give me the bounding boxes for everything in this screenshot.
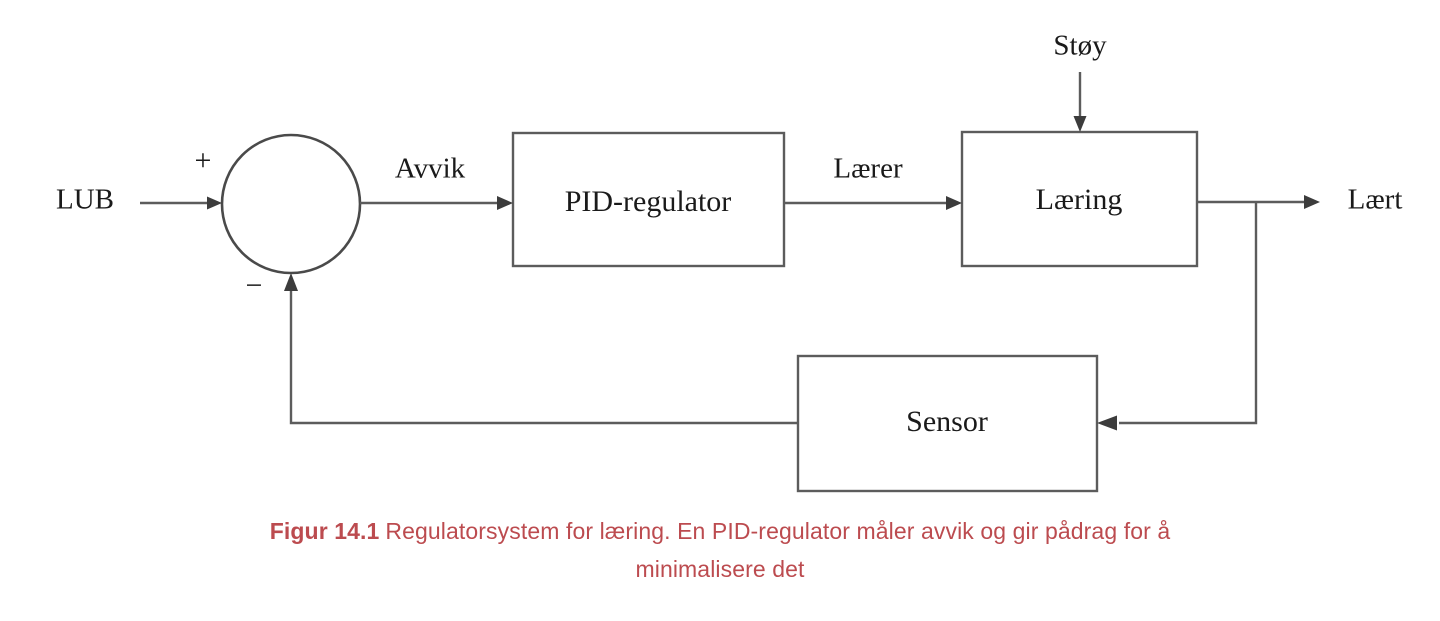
signal-lub-label: LUB	[56, 184, 114, 216]
summing-junction[interactable]	[220, 133, 362, 275]
figure-caption-line2: minimalisere det	[635, 556, 805, 582]
arrowhead-output-laert	[1304, 195, 1320, 209]
block-sensor[interactable]	[796, 354, 1099, 493]
signal-stoy-label: Støy	[1053, 30, 1107, 62]
wire-sensor-to-sum	[289, 285, 798, 425]
figure-caption-number: Figur 14.1	[269, 518, 380, 544]
block-laering-label: Læring	[1036, 183, 1123, 216]
wire-output-to-sensor	[1119, 202, 1258, 425]
block-laering[interactable]	[960, 130, 1199, 268]
arrowhead-sum-to-pid	[497, 196, 513, 210]
signal-avvik-label: Avvik	[395, 153, 466, 185]
arrowhead-pid-to-laering	[946, 196, 962, 210]
signal-laerer-label: Lærer	[833, 153, 903, 185]
signal-laert-label: Lært	[1348, 184, 1403, 216]
arrowhead-into-sensor	[1097, 415, 1117, 431]
block-pid-regulator[interactable]	[511, 131, 786, 268]
arrowhead-sensor-to-sum	[284, 273, 298, 291]
block-pid-regulator-label: PID-regulator	[565, 185, 732, 218]
arrowhead-lub-to-sum	[207, 196, 222, 210]
sum-plus-sign: +	[195, 144, 212, 177]
arrowhead-stoy-to-laering	[1073, 116, 1087, 132]
sum-minus-sign: −	[246, 269, 263, 302]
block-sensor-label: Sensor	[906, 405, 988, 438]
figure-caption-line1: Regulatorsystem for læring. En PID-regul…	[385, 518, 1171, 544]
